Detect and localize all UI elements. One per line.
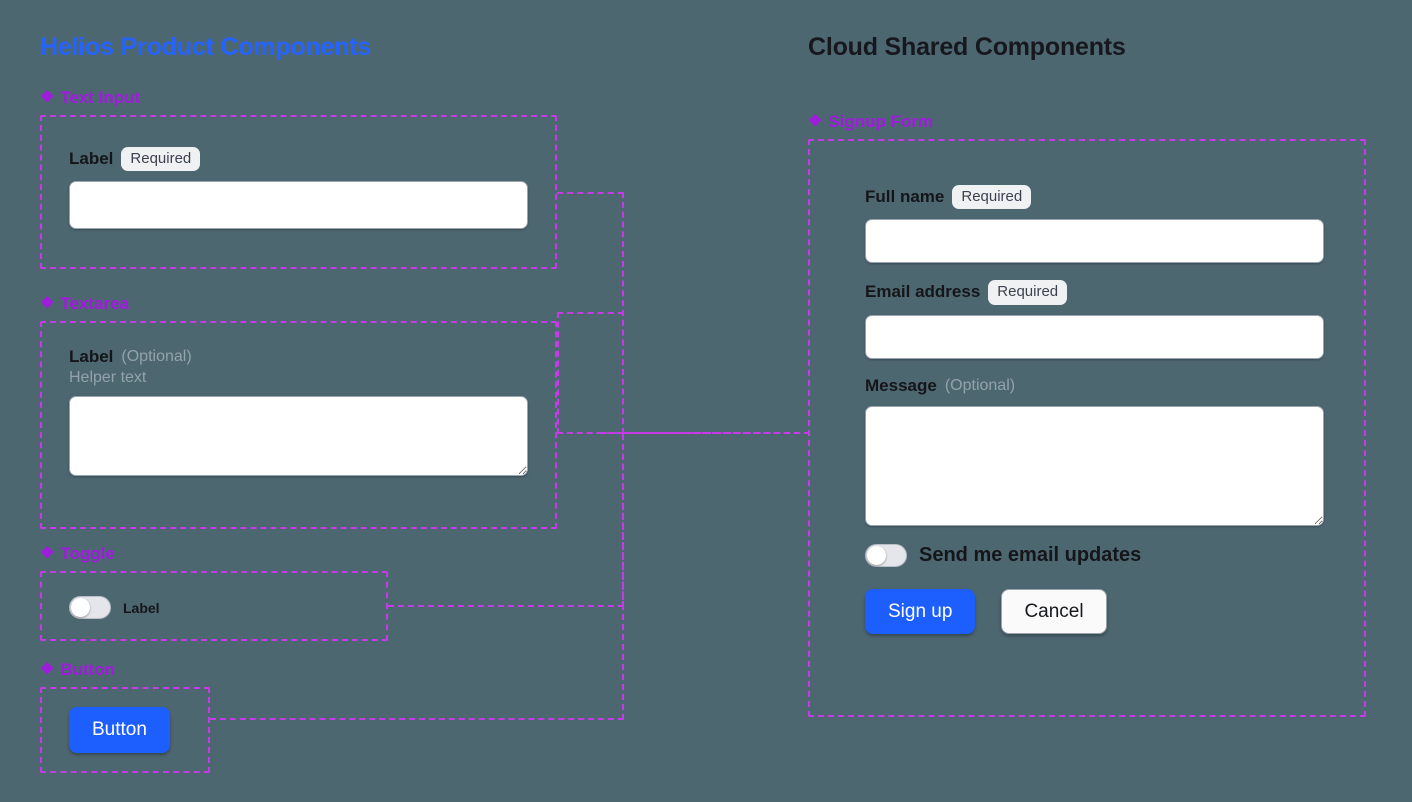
- full-name-label-row: Full name Required: [865, 185, 1324, 210]
- email-label-row: Email address Required: [865, 280, 1324, 305]
- connector-textarea-h2: [557, 432, 810, 434]
- connector-text-input-h: [557, 192, 624, 194]
- panel-toggle: Label: [40, 571, 388, 641]
- section-caption-label: Toggle: [60, 544, 115, 563]
- toggle-switch[interactable]: [69, 596, 111, 619]
- section-caption-label: Button: [60, 660, 116, 679]
- cancel-button[interactable]: Cancel: [1001, 588, 1107, 635]
- sign-up-button[interactable]: Sign up: [865, 588, 976, 635]
- connector-toggle-v: [622, 434, 624, 607]
- email-updates-toggle-row: Send me email updates: [865, 543, 1324, 567]
- right-column-title: Cloud Shared Components: [808, 33, 1126, 61]
- text-input-label-row: Label Required: [69, 147, 528, 172]
- textarea-optional-text: (Optional): [121, 348, 192, 365]
- full-name-input[interactable]: [865, 219, 1324, 264]
- diamond-cluster-icon: ❖: [40, 89, 55, 106]
- toggle-row: Label: [69, 596, 160, 619]
- connector-merge-bus: [600, 432, 810, 434]
- email-input[interactable]: [865, 314, 1324, 359]
- message-label-row: Message (Optional): [865, 376, 1324, 396]
- section-caption-signup-form: ❖ Signup Form: [808, 112, 933, 132]
- panel-button: Button: [40, 687, 210, 773]
- panel-signup-form: Full name Required Email address Require…: [808, 139, 1366, 717]
- signup-actions: Sign up Cancel: [865, 588, 1324, 635]
- full-name-label: Full name: [865, 187, 945, 207]
- panel-textarea: Label (Optional) Helper text: [40, 321, 557, 529]
- toggle-knob: [867, 545, 886, 565]
- diamond-cluster-icon: ❖: [808, 113, 823, 130]
- textarea-label-row: Label (Optional): [69, 347, 528, 367]
- message-label: Message: [865, 375, 937, 395]
- diamond-cluster-icon: ❖: [40, 545, 55, 562]
- section-caption-text-input: ❖ Text Input: [40, 88, 140, 108]
- email-label: Email address: [865, 282, 981, 302]
- message-textarea[interactable]: [865, 405, 1324, 526]
- text-input-required-badge: Required: [121, 147, 201, 172]
- section-caption-label: Signup Form: [828, 112, 934, 131]
- textarea-field[interactable]: [69, 396, 528, 476]
- left-column-title: Helios Product Components: [40, 33, 372, 61]
- toggle-label: Label: [123, 599, 160, 616]
- connector-button-v: [622, 434, 624, 720]
- textarea-helper-text: Helper text: [69, 369, 147, 386]
- connector-toggle-h: [388, 605, 624, 607]
- email-updates-toggle[interactable]: [865, 543, 907, 567]
- email-updates-label: Send me email updates: [919, 543, 1142, 566]
- section-caption-label: Text Input: [60, 88, 141, 107]
- section-caption-label: Textarea: [60, 294, 130, 313]
- full-name-required-badge: Required: [952, 185, 1032, 210]
- connector-textarea-v: [557, 312, 559, 434]
- section-caption-button: ❖ Button: [40, 660, 115, 680]
- diamond-cluster-icon: ❖: [40, 661, 55, 678]
- toggle-knob: [71, 598, 90, 617]
- diamond-cluster-icon: ❖: [40, 295, 55, 312]
- demo-button[interactable]: Button: [69, 707, 170, 753]
- connector-text-input-v: [622, 192, 624, 434]
- text-input-field[interactable]: [69, 181, 528, 230]
- textarea-label: Label: [69, 347, 114, 366]
- message-optional-text: (Optional): [944, 376, 1016, 394]
- section-caption-textarea: ❖ Textarea: [40, 294, 129, 314]
- email-required-badge: Required: [988, 280, 1068, 305]
- connector-button-h: [210, 718, 624, 720]
- panel-text-input: Label Required: [40, 115, 557, 269]
- text-input-label: Label: [69, 149, 114, 169]
- section-caption-toggle: ❖ Toggle: [40, 544, 115, 564]
- connector-textarea-h: [557, 312, 624, 314]
